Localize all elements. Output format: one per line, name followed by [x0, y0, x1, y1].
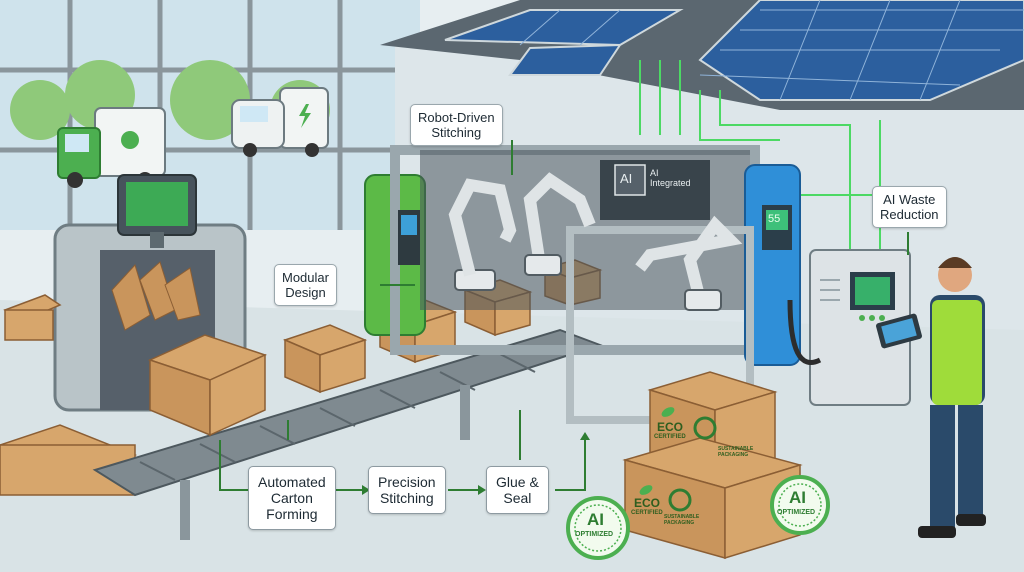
- box-eco-label-bottom: ECO: [634, 496, 661, 510]
- label-robot-driven-stitching: Robot-Driven Stitching: [410, 104, 503, 146]
- flow-step-precision-stitching: Precision Stitching: [368, 466, 446, 514]
- box-eco-certified-top: CERTIFIED: [654, 434, 686, 440]
- seal-left-ai: AI: [587, 510, 604, 529]
- label-modular-design: Modular Design: [274, 264, 337, 306]
- robot-arm-icon: [448, 172, 743, 311]
- box-eco-label-top: ECO: [657, 420, 684, 434]
- ai-chip-icon: [614, 164, 646, 196]
- box-packaging-label-bottom: SUSTAINABLE PACKAGING: [664, 514, 700, 526]
- seal-right-optimized: OPTIMIZED: [777, 509, 816, 516]
- box-eco-certified-bottom: CERTIFIED: [631, 510, 663, 516]
- lightning-icon: [299, 104, 311, 128]
- electric-truck-right: [231, 87, 329, 157]
- seal-right-ai: AI: [789, 488, 806, 507]
- control-cabinet: [787, 249, 911, 406]
- recycle-icon: [668, 416, 717, 512]
- eco-box-stack: [622, 371, 803, 560]
- machine-screen-left-value: 55: [768, 213, 781, 225]
- panel-ai-chip-label: AI: [620, 171, 633, 186]
- ai-optimized-seal-right: [770, 475, 830, 535]
- leaf-icon: [639, 407, 675, 495]
- flow-connectors: [219, 140, 909, 491]
- worker: [876, 257, 986, 538]
- flow-step-glue-seal: Glue & Seal: [486, 466, 549, 514]
- flow-step-carton-forming: Automated Carton Forming: [248, 466, 336, 530]
- energy-lines: [639, 60, 900, 250]
- solar-panel-icon: [444, 0, 1024, 101]
- box-packaging-label-top: SUSTAINABLE PACKAGING: [718, 446, 754, 458]
- label-ai-waste-reduction: AI Waste Reduction: [872, 186, 947, 228]
- panel-ai-integrated-label: AI Integrated: [650, 168, 691, 188]
- ai-optimized-seal-left: [566, 496, 630, 560]
- seal-left-optimized: OPTIMIZED: [575, 531, 614, 538]
